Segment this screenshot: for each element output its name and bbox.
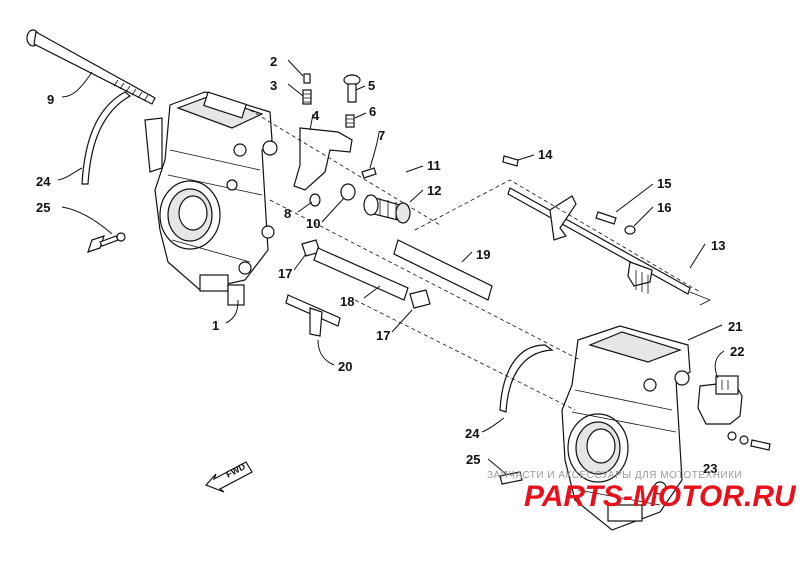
callout-15: 15 [657, 176, 671, 191]
fwd-arrow: FWD [204, 461, 253, 493]
callout-11: 11 [427, 158, 441, 173]
callout-labels: 1 2 3 4 5 6 7 8 9 10 11 12 13 14 15 16 1… [36, 54, 744, 476]
watermark-top-text: ЗАПЧАСТИ И АКСЕССУАРЫ ДЛЯ МОТОТЕХНИКИ [487, 470, 742, 481]
callout-22: 22 [730, 344, 744, 359]
callout-8: 8 [284, 206, 291, 221]
collar-10 [340, 183, 356, 201]
callout-17-upper: 17 [278, 266, 292, 281]
callout-3: 3 [270, 78, 277, 93]
callout-24-left: 24 [36, 174, 51, 189]
callout-7: 7 [378, 128, 385, 143]
callout-13: 13 [711, 238, 725, 253]
vent-hose-left [81, 91, 132, 185]
screw-25-left [87, 232, 126, 253]
callout-23: 23 [703, 461, 717, 476]
right-carburetor [561, 325, 691, 531]
clamp-17-lower [409, 289, 431, 309]
callout-25-left: 25 [36, 200, 50, 215]
screw-15 [595, 211, 617, 225]
bolt-5 [343, 74, 361, 103]
callout-20: 20 [338, 359, 352, 374]
washer-16 [624, 225, 636, 235]
callout-6: 6 [369, 104, 376, 119]
throttle-shaft-13 [507, 187, 691, 295]
screw-7 [361, 167, 377, 179]
callout-17-lower: 17 [376, 328, 390, 343]
hose-19 [393, 239, 493, 301]
leader-lines [57, 59, 725, 475]
callout-12: 12 [427, 183, 441, 198]
screw-8 [309, 193, 321, 207]
callout-10: 10 [306, 216, 320, 231]
spring-3 [302, 89, 312, 105]
callout-18: 18 [340, 294, 354, 309]
spring-11-12 [363, 194, 411, 224]
spring-6 [345, 114, 355, 128]
callout-24-right: 24 [465, 426, 480, 441]
watermark-main-text: PARTS-MOTOR.RU [524, 480, 797, 513]
watermark: ЗАПЧАСТИ И АКСЕССУАРЫ ДЛЯ МОТОТЕХНИКИ PA… [487, 470, 797, 513]
callout-5: 5 [368, 78, 375, 93]
screw-2 [303, 73, 311, 84]
callout-9: 9 [47, 92, 54, 107]
callout-19: 19 [476, 247, 490, 262]
screw-25-right [499, 471, 523, 485]
left-carburetor [144, 91, 278, 306]
callout-1: 1 [212, 318, 219, 333]
callout-2: 2 [270, 54, 277, 69]
callout-4: 4 [312, 108, 320, 123]
screw-14 [502, 155, 519, 167]
throttle-sensor-22 [697, 375, 743, 425]
callout-21: 21 [728, 319, 742, 334]
callout-14: 14 [538, 147, 553, 162]
callout-16: 16 [657, 200, 671, 215]
vent-hose-right [499, 344, 554, 413]
hose-18 [313, 247, 409, 301]
bracket-4 [293, 127, 353, 191]
t-fitting-20 [285, 294, 341, 337]
long-bolt-9 [26, 29, 156, 105]
callout-25-right: 25 [466, 452, 480, 467]
screw-set-23 [727, 431, 771, 451]
